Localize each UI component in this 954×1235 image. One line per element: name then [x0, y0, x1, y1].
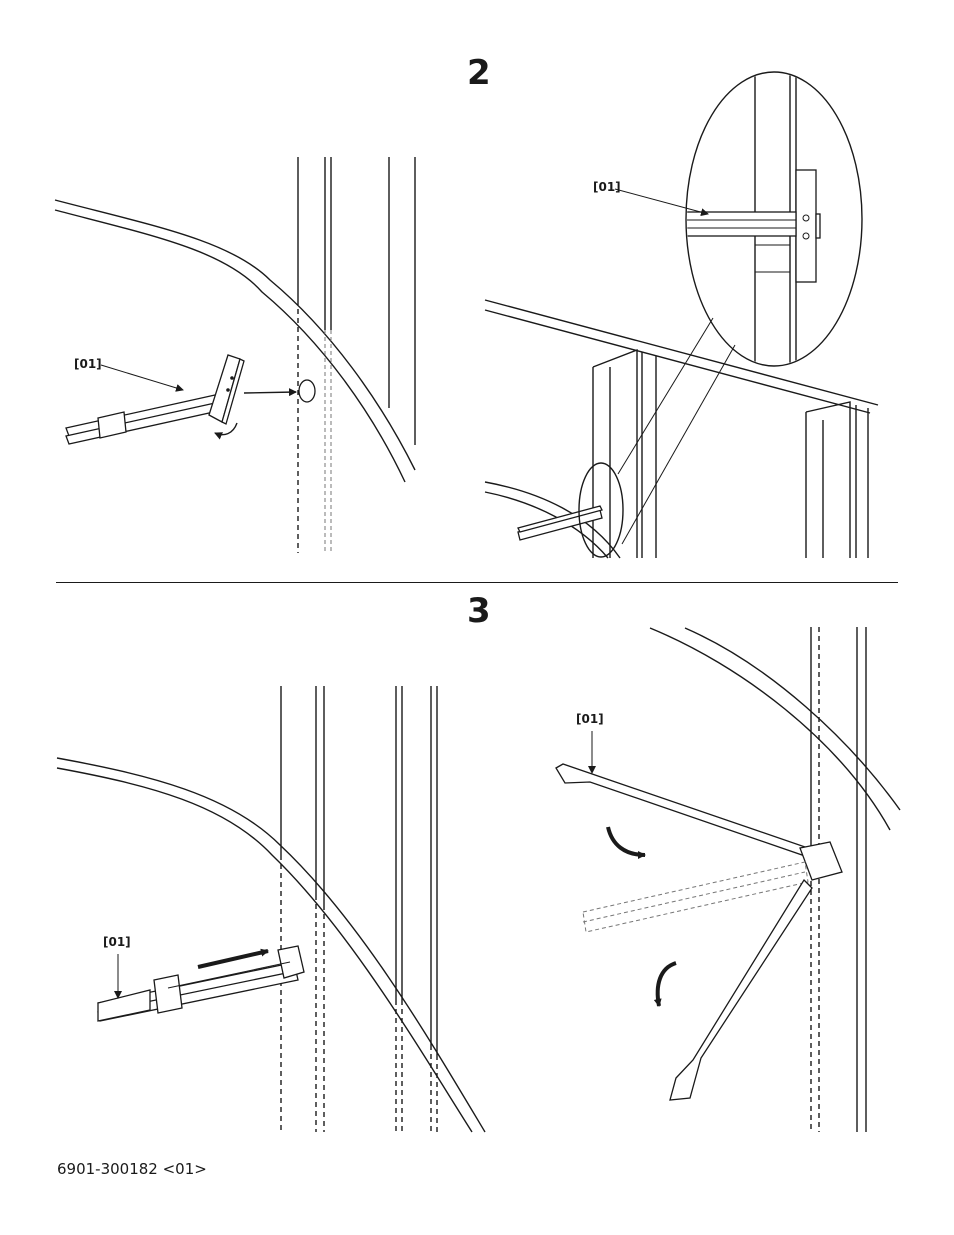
insert-arrow [244, 392, 296, 393]
callout-label-01: [01] [74, 357, 102, 371]
callout-leader [101, 365, 183, 390]
rotate-up-arrow [608, 827, 645, 855]
step3-right-illustration: [01] [556, 627, 900, 1132]
step2-left-illustration: [01] [55, 157, 415, 553]
step3-left-illustration: [01] [57, 686, 485, 1132]
rotate-down-arrow [658, 963, 676, 1006]
step2-right-illustration: [01] [485, 70, 878, 558]
detail-callout-label-01: [01] [593, 180, 621, 194]
callout-label-01: [01] [103, 935, 131, 949]
document-code: 6901-300182 <01> [57, 1160, 207, 1178]
push-arrow [198, 951, 268, 967]
mounting-hole [299, 380, 315, 402]
callout-label-01: [01] [576, 712, 604, 726]
rotate-arrow [215, 423, 237, 435]
stabilizer-part-inserted [98, 946, 304, 1021]
detail-callout-leader [615, 189, 708, 214]
